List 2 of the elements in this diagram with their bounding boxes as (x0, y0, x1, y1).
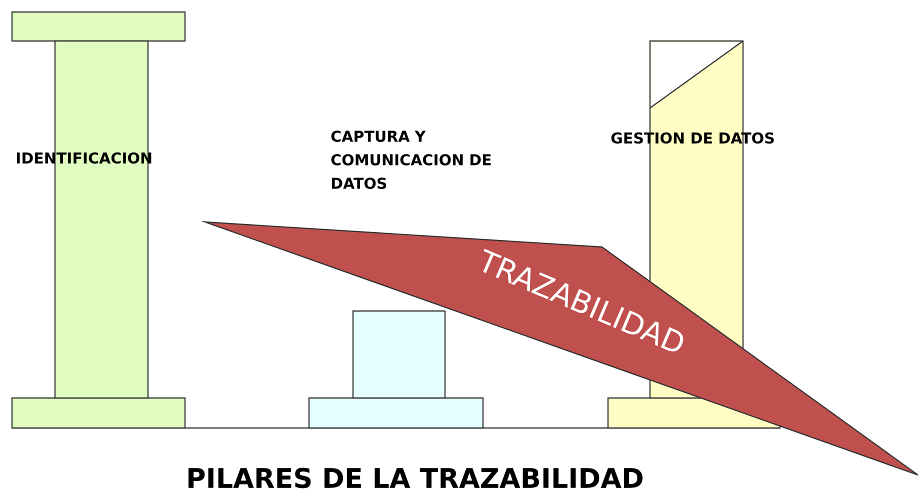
pillar-drawing (308, 310, 484, 429)
pillar-label: CAPTURA Y COMUNICACION DE DATOS (331, 130, 491, 189)
